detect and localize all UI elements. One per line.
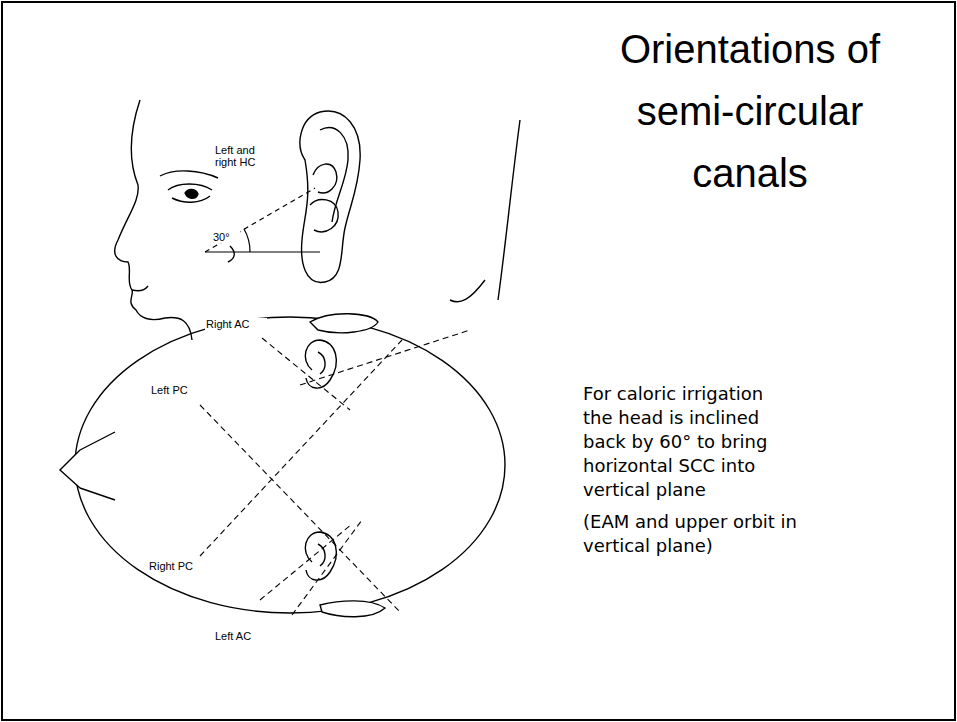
canal-plane-lines <box>200 330 470 615</box>
canal-label: Left and right HC <box>214 144 260 168</box>
canal-label: Right AC <box>205 318 267 330</box>
canal-label: Left PC <box>150 384 212 396</box>
body-note: (EAM and upper orbit in vertical plane) <box>583 510 843 558</box>
canal-label: Right PC <box>148 560 210 572</box>
head-top-view <box>60 314 505 617</box>
angle-label: 30° <box>212 231 240 243</box>
body-note: For caloric irrigation the head is incli… <box>583 382 783 502</box>
slide-title: Orientations of semi-circular canals <box>615 18 885 204</box>
hc-angle <box>205 188 320 252</box>
canal-label: Left AC <box>214 630 276 642</box>
head-profile <box>115 100 520 340</box>
